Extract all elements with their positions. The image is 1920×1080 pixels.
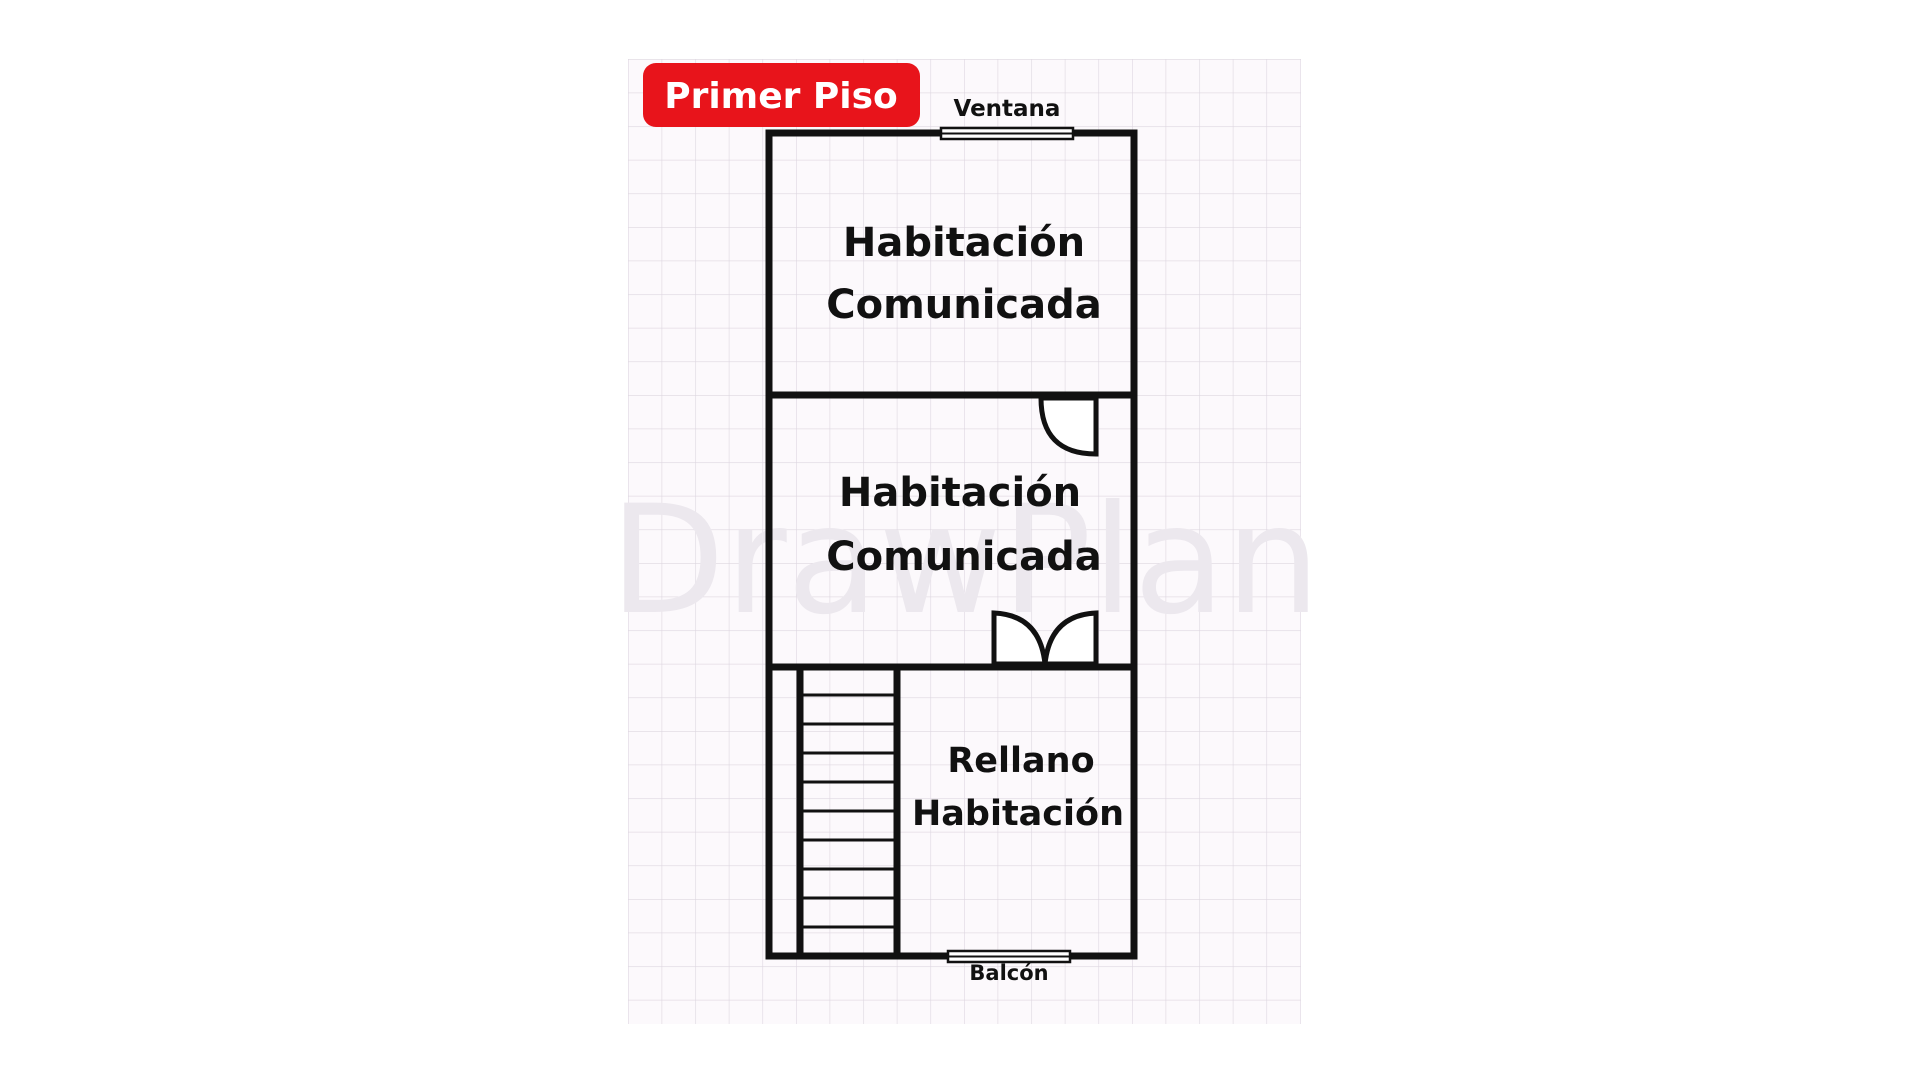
- room-1-label-line2: Comunicada: [826, 282, 1102, 328]
- watermark: DrawPlan: [610, 474, 1321, 648]
- window-bottom-label: Balcón: [969, 961, 1048, 985]
- room-3-label-line1: Rellano: [947, 741, 1094, 781]
- floor-title-badge: Primer Piso: [643, 63, 920, 127]
- room-2-label-line1: Habitación: [839, 470, 1081, 516]
- grid-lines: [628, 59, 1301, 1024]
- window-top: [939, 126, 1075, 141]
- window-top-label: Ventana: [954, 96, 1061, 122]
- staircase: [796, 663, 901, 960]
- floor-title: Primer Piso: [664, 76, 898, 117]
- room-1-label-line1: Habitación: [843, 220, 1085, 266]
- door-double: [991, 610, 1099, 667]
- door-single: [1038, 395, 1099, 457]
- window-bottom: [946, 949, 1072, 964]
- room-2-label-line2: Comunicada: [826, 534, 1102, 580]
- room-3-label-line2: Habitación: [912, 794, 1124, 834]
